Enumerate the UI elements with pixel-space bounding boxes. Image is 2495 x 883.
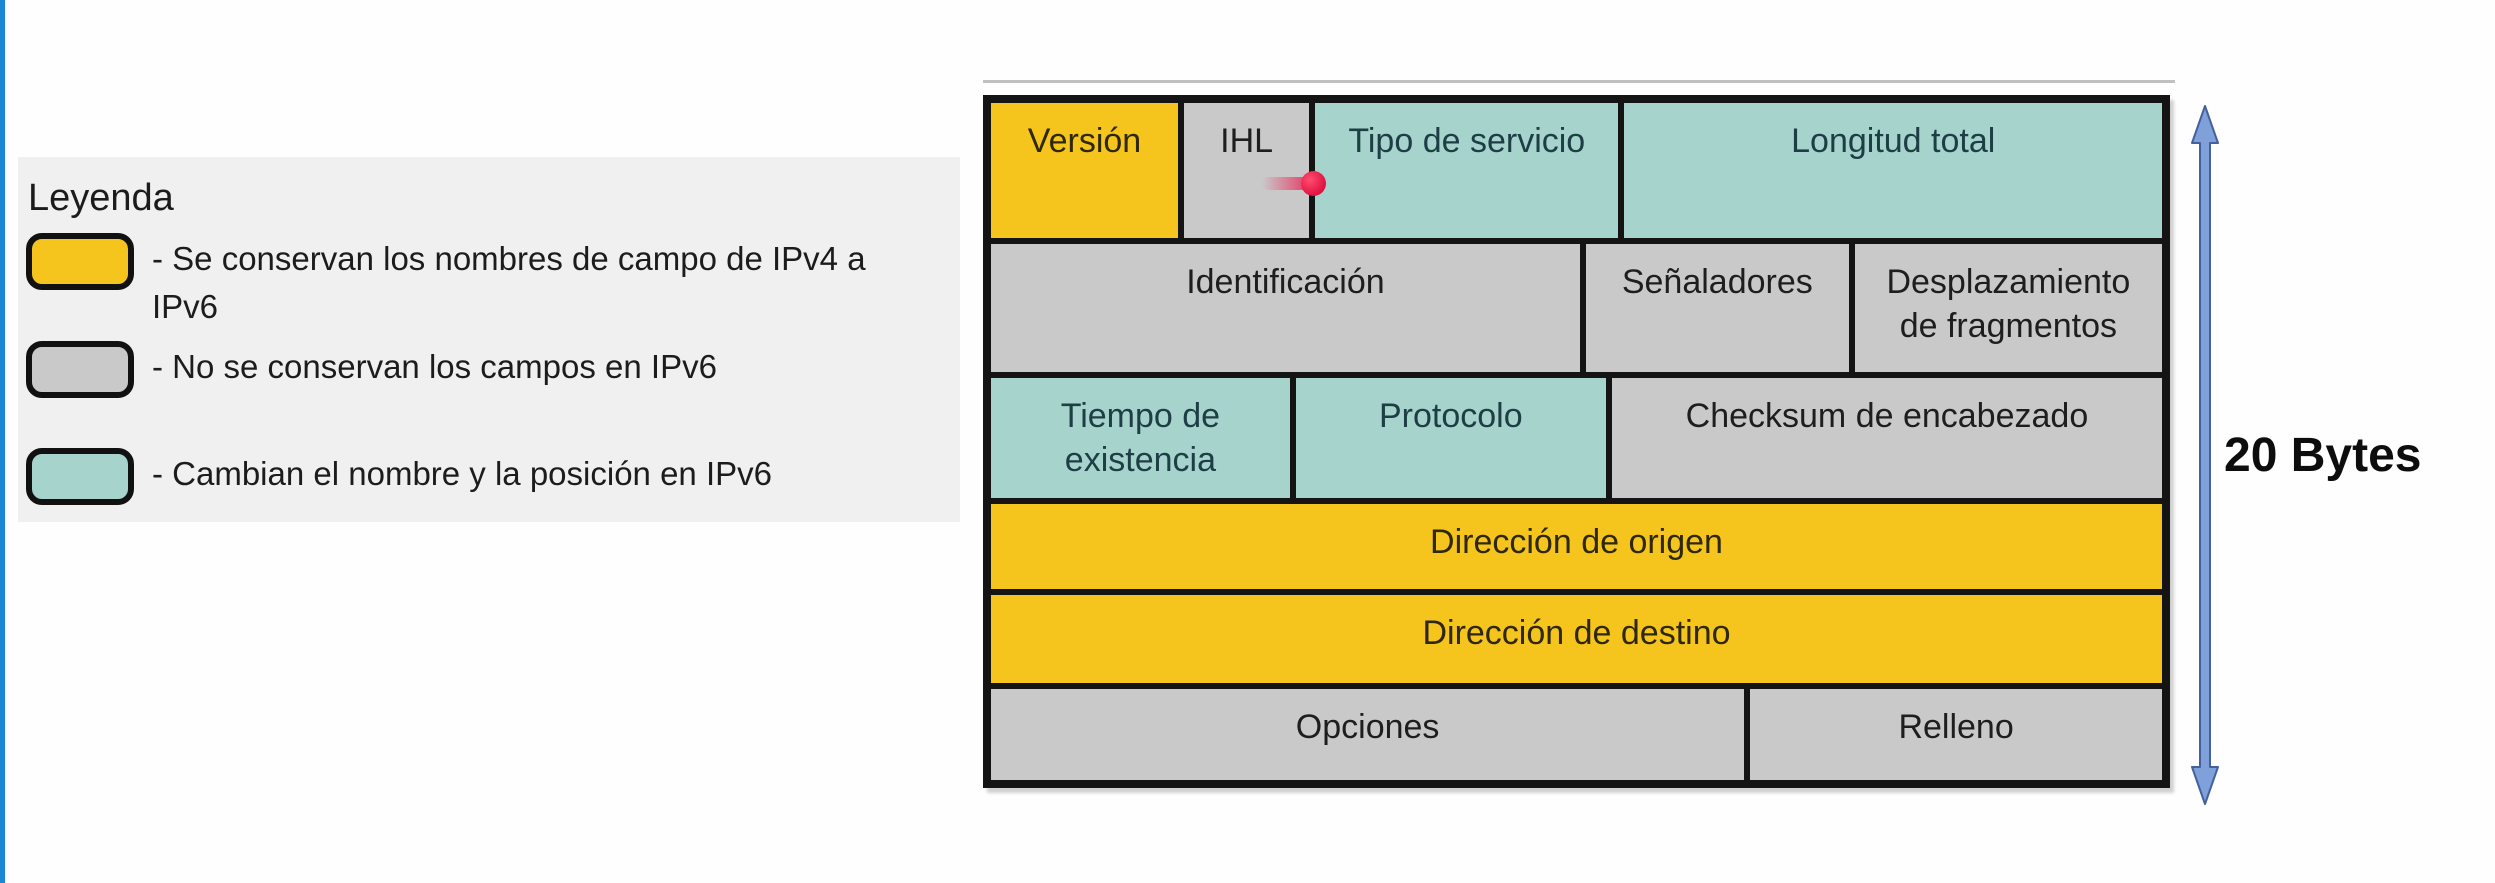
- field-cell-senaladores: Señaladores: [1585, 244, 1849, 372]
- field-cell-version: Versión: [991, 103, 1178, 239]
- field-cell-direccion-de-origen: Dirección de origen: [991, 504, 2162, 590]
- legend-panel: Leyenda - Se conservan los nombres de ca…: [18, 157, 960, 522]
- field-cell-direccion-de-destino: Dirección de destino: [991, 595, 2162, 684]
- legend-title: Leyenda: [28, 177, 174, 219]
- legend-item-teal: - Cambian el nombre y la posición en IPv…: [26, 448, 960, 505]
- diagram-row: Dirección de origen: [991, 504, 2162, 590]
- double-headed-arrow-icon: [2191, 105, 2219, 805]
- field-cell-protocolo: Protocolo: [1295, 377, 1606, 499]
- legend-item-label: - Se conservan los nombres de campo de I…: [152, 240, 866, 325]
- field-cell-opciones: Opciones: [991, 689, 1745, 780]
- legend-swatch-yellow: [26, 233, 134, 290]
- legend-item-gray: - No se conservan los campos en IPv6: [26, 341, 960, 398]
- field-cell-relleno: Relleno: [1750, 689, 2162, 780]
- field-cell-tipo-de-servicio: Tipo de servicio: [1315, 103, 1619, 239]
- size-label: 20 Bytes: [2224, 429, 2422, 482]
- legend-item-label: - No se conservan los campos en IPv6: [152, 348, 717, 385]
- left-edge-accent-line: [0, 0, 5, 883]
- field-cell-ihl: IHL: [1184, 103, 1310, 239]
- diagram-row: Dirección de destino: [991, 595, 2162, 684]
- laser-pointer-dot: [1301, 171, 1326, 196]
- legend-item-yellow: - Se conservan los nombres de campo de I…: [26, 233, 960, 331]
- legend-items: - Se conservan los nombres de campo de I…: [26, 233, 960, 505]
- field-cell-longitud-total: Longitud total: [1624, 103, 2163, 239]
- legend-swatch-gray: [26, 341, 134, 398]
- field-cell-identificacion: Identificación: [991, 244, 1580, 372]
- field-cell-checksum-de-encabezado: Checksum de encabezado: [1611, 377, 2162, 499]
- legend-swatch-teal: [26, 448, 134, 505]
- field-cell-tiempo-de-existencia: Tiempo de existencia: [991, 377, 1290, 499]
- diagram-top-faint-line: [983, 80, 2175, 83]
- field-cell-desplazamiento-de-fragmentos: Desplazamiento de fragmentos: [1854, 244, 2162, 372]
- legend-item-label: - Cambian el nombre y la posición en IPv…: [152, 455, 772, 492]
